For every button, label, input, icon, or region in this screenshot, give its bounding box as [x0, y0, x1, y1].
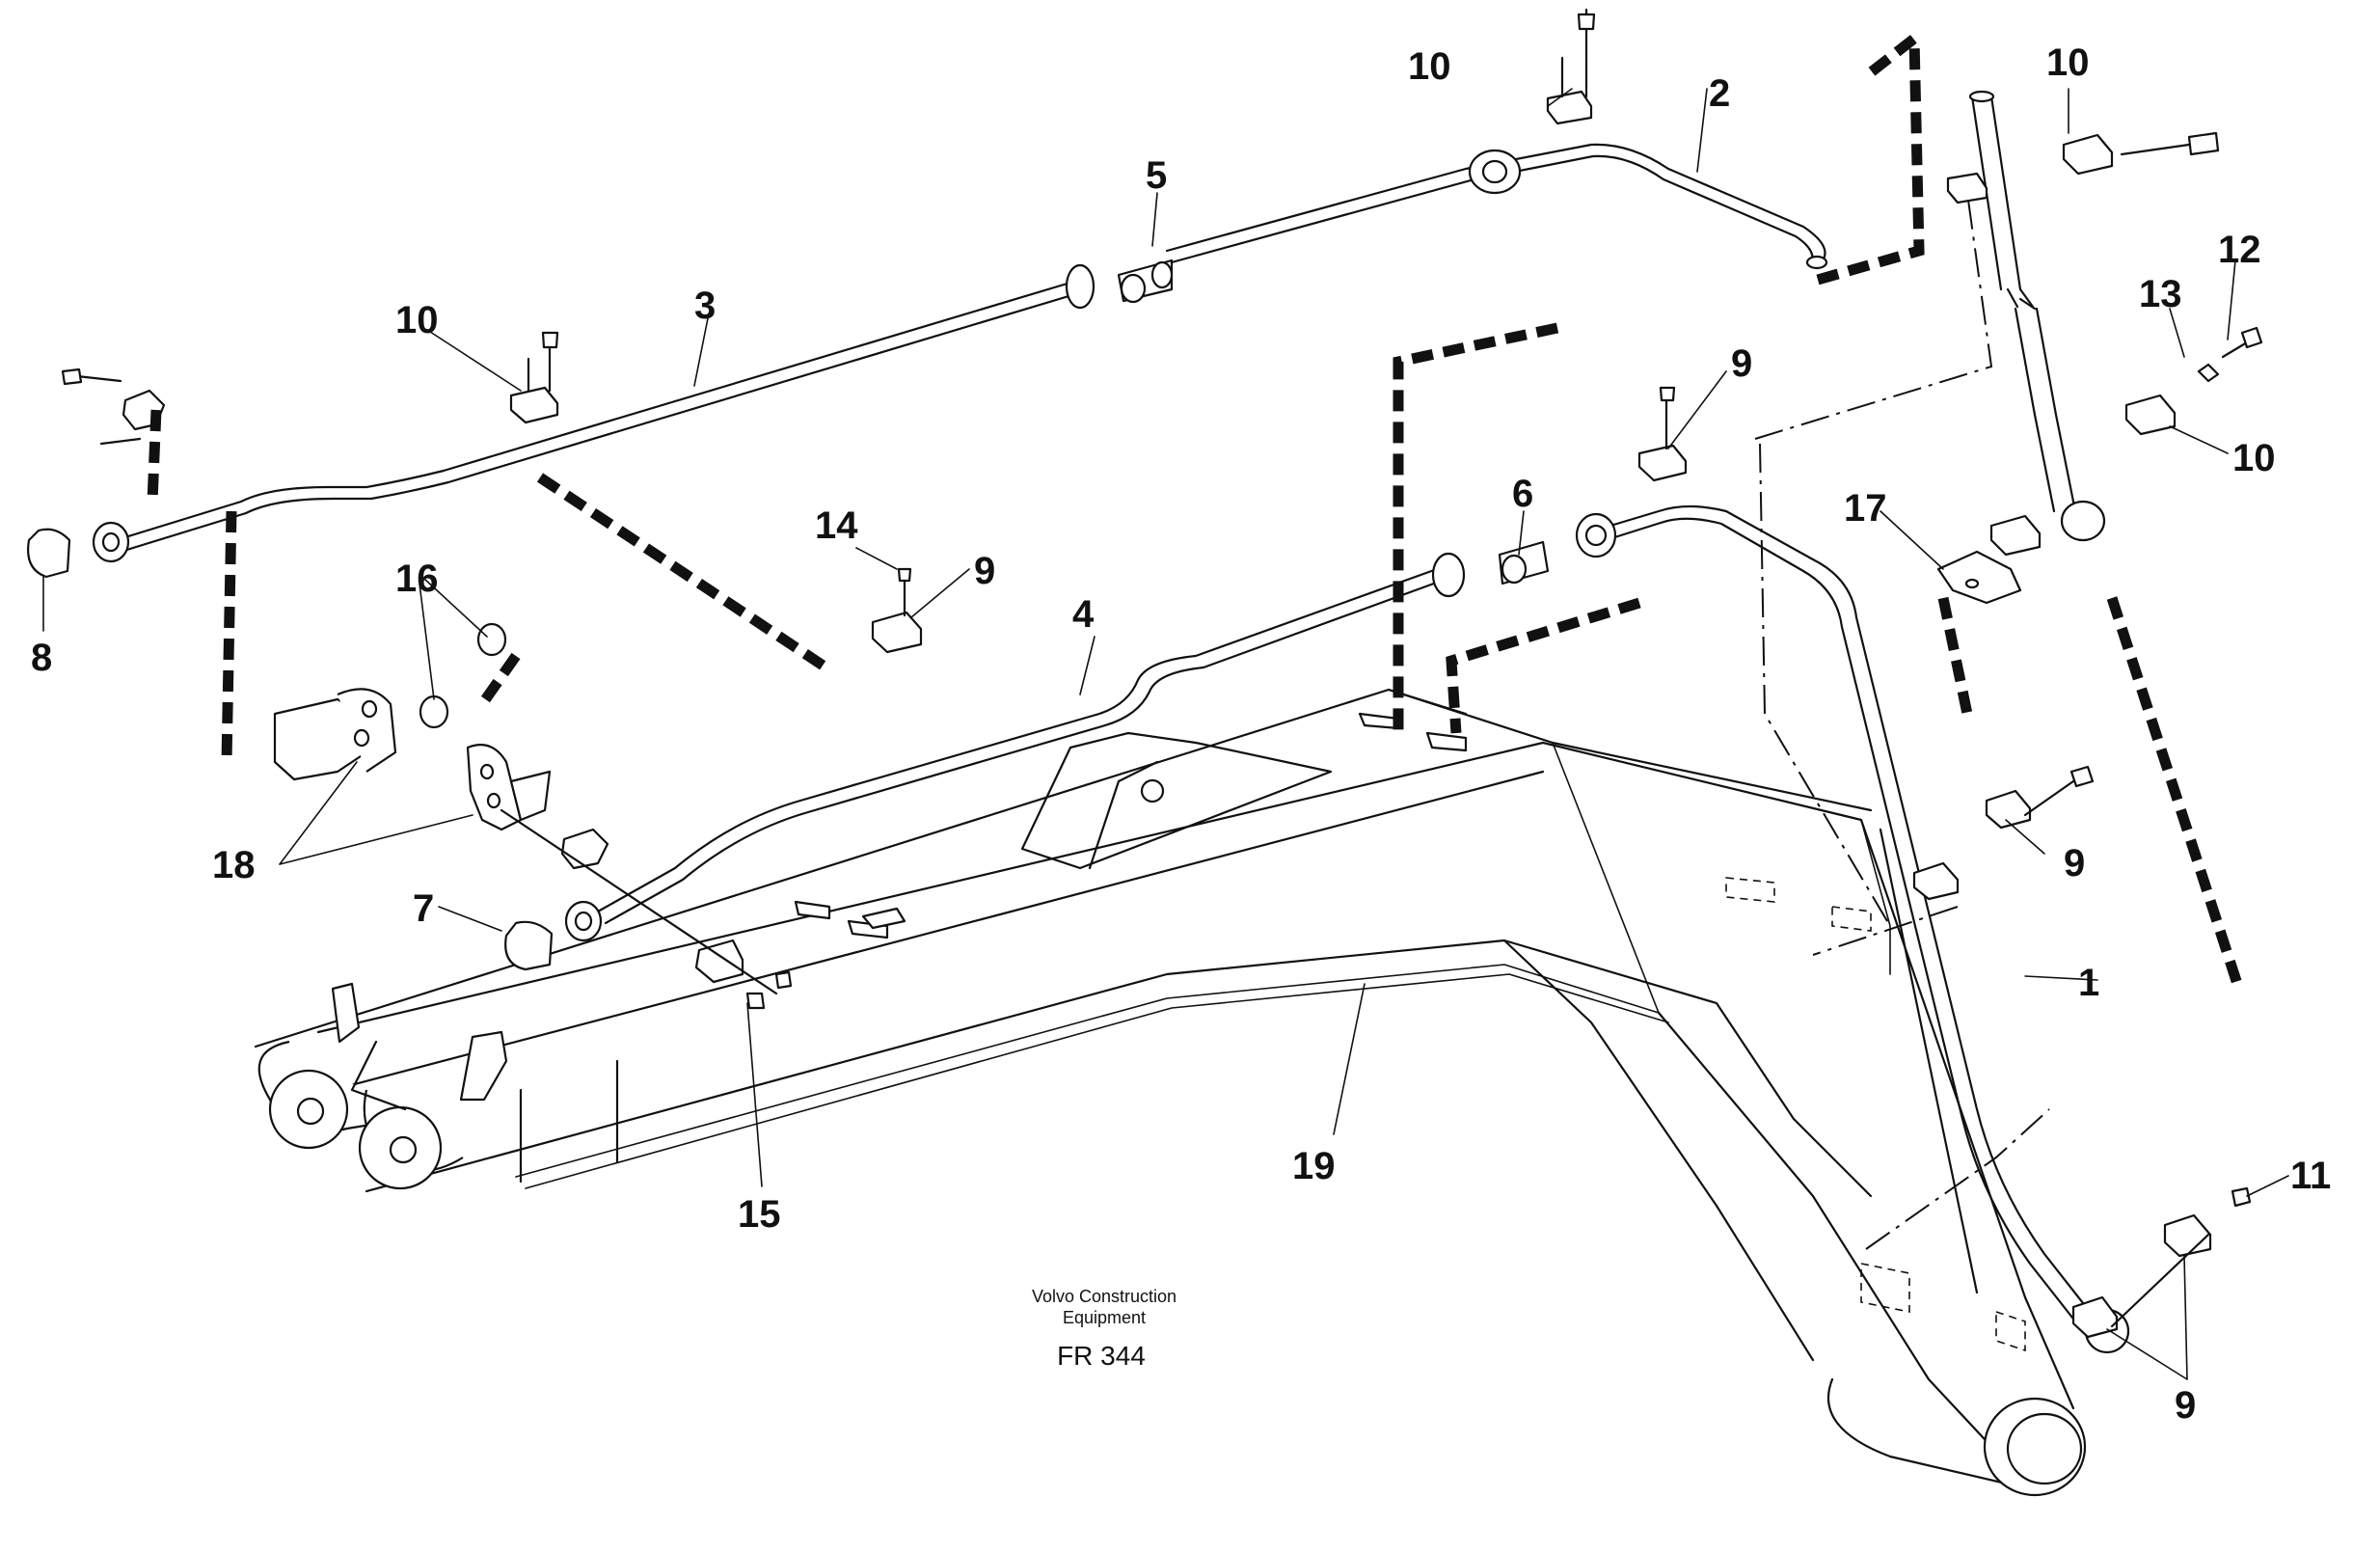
bracket-18-right [466, 744, 523, 831]
tube-4 [596, 567, 1439, 913]
callout-12: 12 [2218, 229, 2261, 271]
caption-figure-code: FR 344 [1057, 1341, 1146, 1371]
plate-17 [1936, 550, 2022, 605]
caption-manufacturer-line1: Volvo Construction [1032, 1287, 1176, 1306]
clamp-10-right-mid [1989, 326, 2263, 557]
clamp-10-left [509, 331, 559, 424]
callout-8: 8 [31, 637, 52, 679]
callout-2: 2 [1709, 72, 1730, 115]
callout-10-left: 10 [395, 299, 439, 341]
boom-structure [254, 688, 2087, 1497]
hydraulic-tubes [114, 90, 2099, 1333]
tube-1 [1599, 504, 2099, 1323]
callout-19: 19 [1292, 1145, 1336, 1187]
clamp-9-right [1912, 765, 2095, 901]
callout-16: 16 [395, 558, 439, 600]
callout-6: 6 [1512, 473, 1533, 515]
cap-8 [27, 528, 71, 579]
callout-9-right: 9 [2064, 842, 2085, 885]
leader-lines [42, 88, 2289, 1380]
callout-9-lower-right: 9 [2175, 1384, 2196, 1427]
cap-7 [504, 920, 554, 971]
tube-2 [1165, 143, 1826, 262]
callout-9-mid: 9 [974, 550, 995, 592]
callout-18: 18 [212, 844, 256, 886]
callout-13: 13 [2139, 273, 2182, 315]
callout-1: 1 [2078, 962, 2099, 1004]
callout-3: 3 [694, 285, 716, 327]
fittings [27, 8, 2263, 1354]
callout-14: 14 [815, 504, 858, 547]
clamp-9-mid [861, 567, 923, 930]
clamp-9-upper-center [1637, 386, 1688, 482]
caption-manufacturer-line2: Equipment [1063, 1308, 1146, 1327]
callout-4: 4 [1072, 593, 1095, 636]
tube-3 [114, 278, 1082, 542]
callout-10-top: 10 [1408, 45, 1451, 88]
callout-5: 5 [1146, 154, 1167, 197]
callout-17: 17 [1844, 487, 1887, 530]
clamp-left-top [61, 368, 166, 446]
callout-10-right-mid: 10 [2232, 437, 2276, 479]
clamp-9-lower-right [2071, 1186, 2252, 1339]
dashed-connection-lines [147, 27, 2243, 1250]
clamp-10-right-top [1946, 131, 2220, 204]
callout-9-upper-center: 9 [1731, 342, 1752, 385]
callout-7: 7 [413, 887, 434, 930]
clamp-10-top [1546, 8, 1596, 125]
callout-labels: 1 2 3 4 5 6 7 8 9 9 9 9 10 10 10 10 11 1… [31, 41, 2331, 1427]
callout-11: 11 [2290, 1155, 2331, 1197]
callout-10-right-top: 10 [2046, 41, 2090, 84]
callout-15: 15 [738, 1193, 781, 1236]
figure-caption: Volvo Construction Equipment FR 344 [1032, 1287, 1176, 1371]
